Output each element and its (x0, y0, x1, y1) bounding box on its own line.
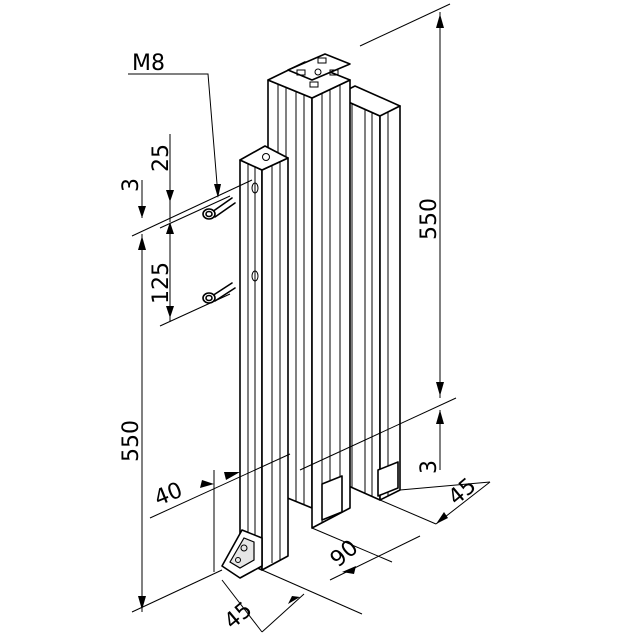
dim-40: 40 (151, 478, 186, 512)
dim-bottom-height: 550 (119, 420, 144, 462)
top-plate-hole-icon (262, 153, 270, 161)
corner-bracket (221, 529, 263, 579)
thread-label: M8 (132, 51, 165, 76)
m8-bolt-lower (202, 282, 236, 304)
dim-25: 25 (149, 144, 174, 172)
dim-45-right: 45 (444, 473, 482, 510)
m8-bolt-upper (202, 197, 236, 220)
dim-3-top: 3 (119, 178, 144, 192)
dim-3-right: 3 (417, 460, 442, 474)
dim-45-bottom: 45 (220, 597, 258, 634)
rear-foot (321, 461, 399, 521)
dimension-lines (128, 3, 491, 633)
dim-top-height: 550 (417, 198, 442, 240)
front-profile (239, 145, 289, 571)
dim-125: 125 (149, 262, 174, 304)
